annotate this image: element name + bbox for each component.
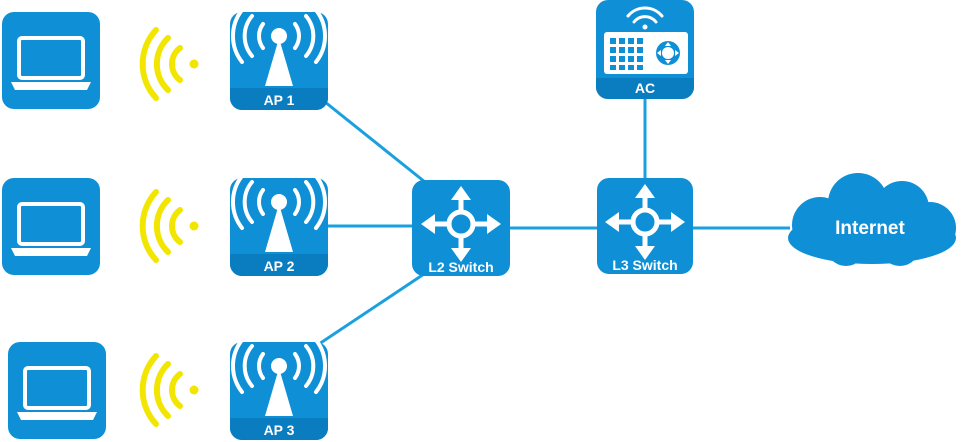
- l3-switch-node: L3 Switch: [597, 178, 693, 274]
- internet-label: Internet: [835, 218, 905, 239]
- l2-switch-label: L2 Switch: [428, 259, 493, 275]
- wifi-signal-icon: [143, 356, 199, 424]
- internet-node: Internet: [788, 173, 956, 266]
- ap1-node: AP 1: [230, 8, 328, 110]
- links: [309, 88, 790, 352]
- cloud-icon: [788, 173, 956, 266]
- ac-label: AC: [635, 80, 655, 96]
- link-ap3-l2: [309, 268, 431, 352]
- wifi-signal-icon: [143, 30, 199, 98]
- laptop-1: [2, 12, 100, 109]
- ap3-node: AP 3: [230, 338, 328, 440]
- link-ap1-l2: [309, 88, 431, 188]
- laptop-2: [2, 178, 100, 275]
- ap2-label: AP 2: [264, 258, 295, 274]
- ac-node: AC: [596, 0, 694, 99]
- l3-switch-label: L3 Switch: [612, 257, 677, 273]
- access-controller-icon: [604, 6, 688, 74]
- ap2-node: AP 2: [230, 174, 328, 276]
- ap3-label: AP 3: [264, 422, 295, 438]
- wifi-signal-icon: [143, 192, 199, 260]
- ap1-label: AP 1: [264, 92, 295, 108]
- laptop-3: [8, 342, 106, 439]
- l2-switch-node: L2 Switch: [412, 180, 510, 276]
